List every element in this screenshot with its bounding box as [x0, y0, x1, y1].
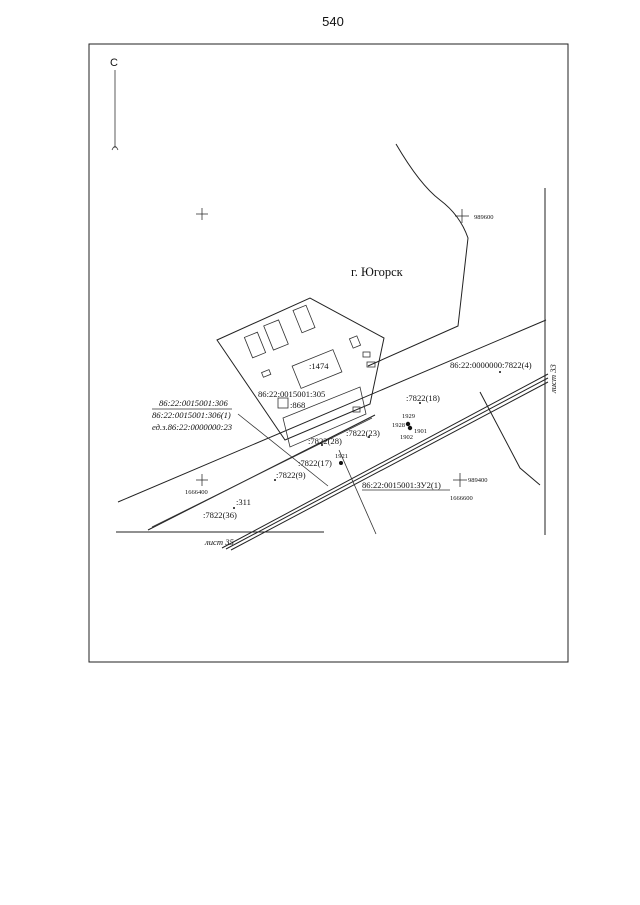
label-parcel-7822-36: :7822(36) [203, 510, 237, 520]
grid-cross-top-right [455, 209, 469, 223]
buildings [243, 304, 376, 413]
north-arrow-tail [111, 146, 119, 151]
sheet-label-bottom: лист 35 [204, 537, 235, 547]
label-parcel-7822-4: 86:22:0000000:7822(4) [450, 360, 532, 370]
label-306: 86:22:0015001:306 [159, 398, 228, 408]
survey-points [233, 371, 501, 509]
sheet-label-right: лист 33 [548, 364, 558, 394]
label-parcel-868: :868 [290, 400, 305, 410]
coord-y-bottom: 989400 [468, 477, 488, 484]
coord-x-left: 1666400 [185, 489, 208, 496]
label-parcel-7822-9: :7822(9) [276, 470, 306, 480]
label-ez-23: ед.з.86:22:0000000:23 [152, 422, 232, 432]
point-1929: 1929 [402, 413, 415, 420]
label-parcel-7822-28: :7822(28) [308, 436, 342, 446]
point-1928: 1928 [392, 422, 405, 429]
leader-zu2 [338, 449, 377, 535]
north-label: С [110, 57, 118, 69]
label-zu2: 86:22:0015001:ЗУ2(1) [362, 480, 441, 490]
leader-306 [237, 413, 329, 487]
building-868 [277, 397, 289, 409]
city-label: г. Югорск [351, 265, 404, 279]
label-306-1: 86:22:0015001:306(1) [152, 410, 231, 420]
point-1902: 1902 [400, 434, 413, 441]
city-boundary [367, 143, 469, 367]
branch-line-right [479, 391, 541, 486]
label-parcel-311: :311 [236, 497, 251, 507]
map-frame [88, 43, 569, 663]
linear-strip [221, 373, 549, 551]
north-arrow: С [110, 57, 119, 151]
grid-cross-bottom-right [453, 473, 467, 487]
page-number: 540 [322, 14, 344, 29]
grid-cross-bottom-left [196, 474, 208, 486]
label-parcel-305: 86:22:0015001:305 [258, 389, 325, 399]
label-parcel-1474: :1474 [309, 361, 329, 371]
road-edge-left-inner [151, 417, 373, 528]
label-parcel-7822-18: :7822(18) [406, 393, 440, 403]
plot-sub [282, 386, 367, 448]
coord-y-top: 989600 [474, 214, 494, 221]
point-1921: 1921 [335, 453, 348, 460]
label-parcel-7822-23: :7822(23) [346, 428, 380, 438]
label-parcel-7822-17: :7822(17) [298, 458, 332, 468]
grid-cross-top-left [196, 208, 208, 220]
plot-main [216, 297, 385, 441]
point-1901: 1901 [414, 428, 427, 435]
road-edge-upper [117, 319, 547, 503]
coord-x-right: 1666600 [450, 495, 473, 502]
